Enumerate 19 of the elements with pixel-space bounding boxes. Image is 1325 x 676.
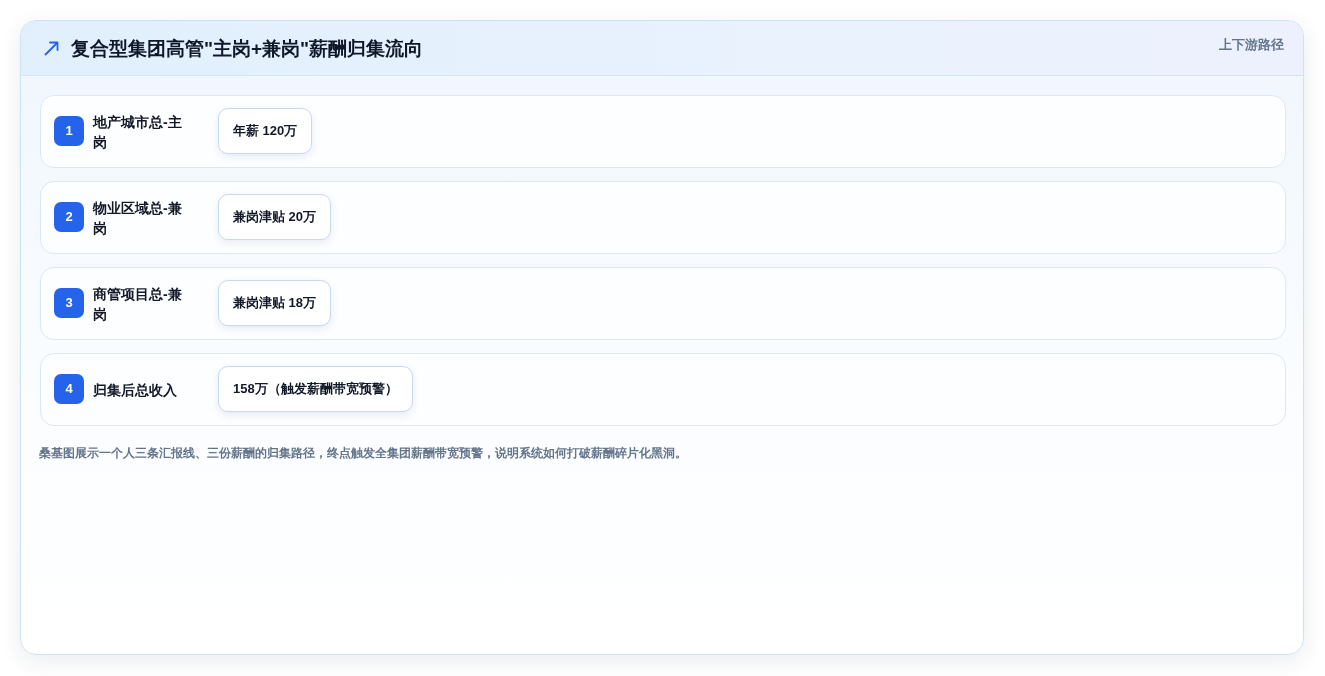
row-card <box>40 181 1286 254</box>
number-badge: 3 <box>54 288 84 318</box>
number-badge: 2 <box>54 202 84 232</box>
section-tag: 上下游路径 <box>1219 36 1284 54</box>
amount-pill: 兼岗津贴 20万 <box>218 194 332 240</box>
row-card <box>40 353 1286 426</box>
role-label: 商管项目总-兼岗 <box>93 284 183 324</box>
role-label: 地产城市总-主岗 <box>93 112 183 152</box>
amount-pill: 年薪 120万 <box>218 108 313 154</box>
number-badge: 4 <box>54 374 84 404</box>
row-card <box>40 267 1286 340</box>
amount-pill: 158万（触发薪酬带宽预警） <box>218 366 413 412</box>
title: 复合型集团高管"主岗+兼岗"薪酬归集流向 <box>71 37 424 61</box>
caption: 桑基图展示一个人三条汇报线、三份薪酬的归集路径，终点触发全集团薪酬带宽预警，说明系统如何打破薪酬碎片化黑洞。 <box>39 445 687 462</box>
row-card <box>40 95 1286 168</box>
role-label: 归集后总收入 <box>93 380 178 400</box>
role-label: 物业区域总-兼岗 <box>93 198 183 238</box>
number-badge: 1 <box>54 116 84 146</box>
amount-pill: 兼岗津贴 18万 <box>218 280 332 326</box>
